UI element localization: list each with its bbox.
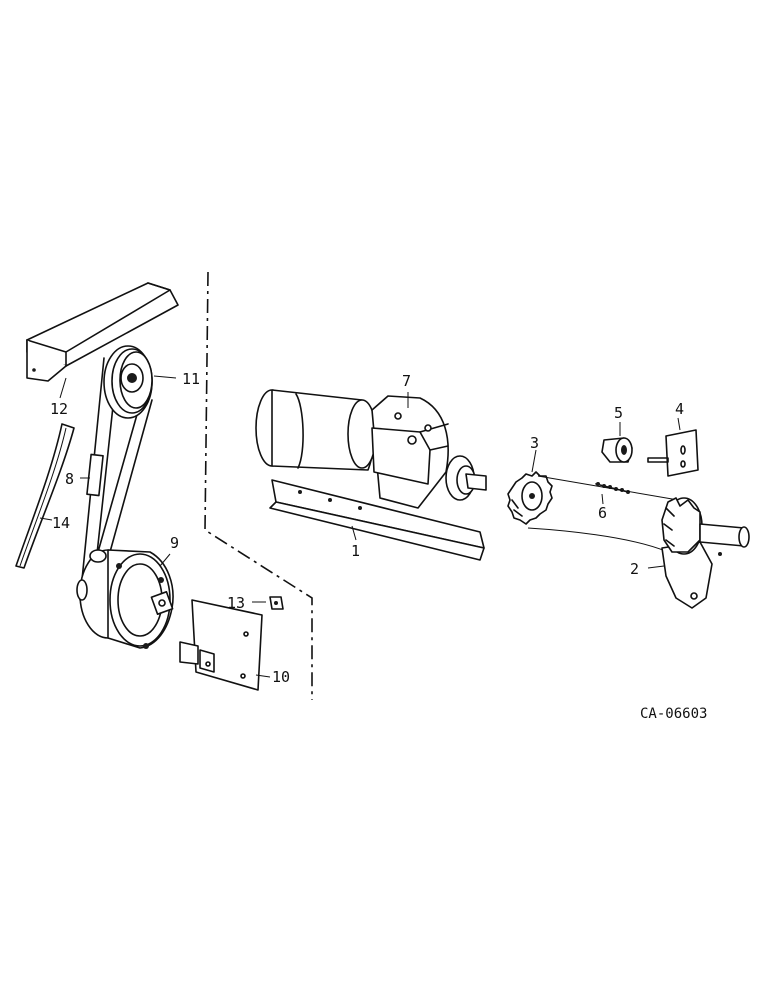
callout-9: 9 — [170, 534, 179, 552]
bearing-bushing — [601, 437, 633, 463]
callout-4: 4 — [675, 400, 684, 418]
callout-1: 1 — [351, 542, 360, 560]
callout-7: 7 — [402, 372, 411, 390]
callout-8: 8 — [65, 470, 74, 488]
clutch-bracket — [179, 599, 263, 691]
figure-id: CA-06603 — [640, 706, 707, 722]
callout-6: 6 — [598, 504, 607, 522]
belt-strip — [15, 423, 75, 569]
leader-lines — [39, 375, 681, 678]
section-divider — [204, 271, 313, 700]
drive-pulley — [103, 345, 153, 419]
callout-5: 5 — [614, 404, 623, 422]
callout-13: 13 — [227, 594, 245, 612]
drive-belt — [79, 357, 153, 601]
callout-12: 12 — [50, 400, 68, 418]
belt-guard — [26, 282, 179, 382]
callout-11: 11 — [182, 370, 200, 388]
roller-chain — [595, 482, 630, 494]
callout-3: 3 — [530, 434, 539, 452]
sprocket — [507, 471, 553, 525]
electric-clutch — [76, 549, 174, 649]
callout-2: 2 — [630, 560, 639, 578]
motor-base — [269, 479, 485, 561]
gear-motor — [255, 389, 487, 509]
callout-10: 10 — [272, 668, 290, 686]
chain-path — [527, 475, 679, 553]
driven-shaft-assembly — [661, 497, 750, 609]
callout-14: 14 — [52, 514, 70, 532]
pin-plate — [647, 429, 699, 477]
clip — [269, 596, 284, 610]
